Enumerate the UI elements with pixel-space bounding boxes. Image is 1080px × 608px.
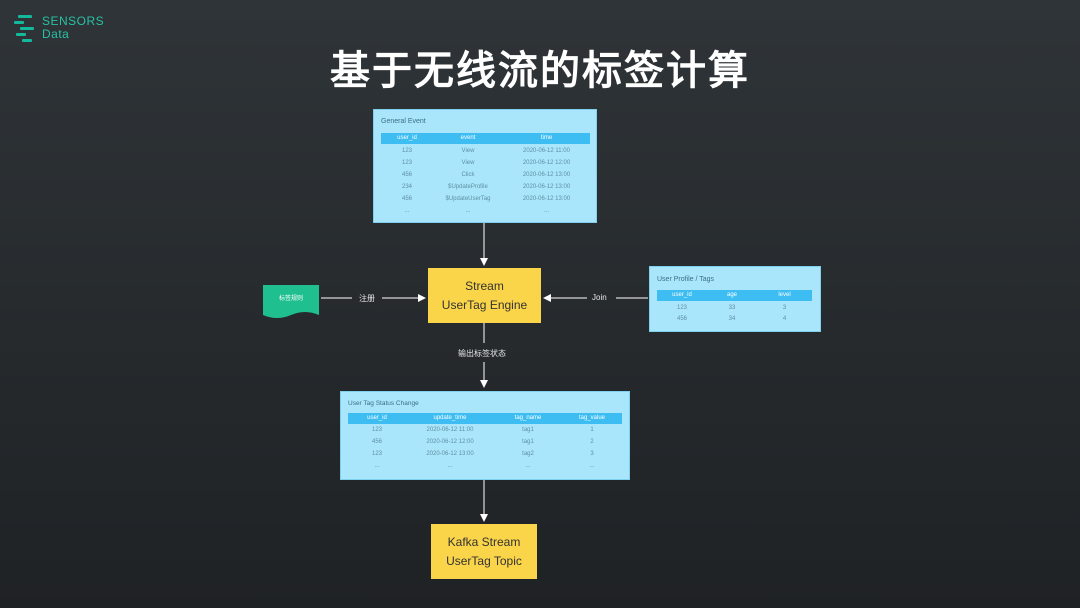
table-cell: ... <box>525 463 531 469</box>
user-profile-table: User Profile / Tags user_id age level 12… <box>649 266 821 332</box>
header-cell: tag_name <box>514 415 542 421</box>
header-cell: time <box>540 135 553 141</box>
table-cell: 2020-06-12 12:00 <box>426 439 474 445</box>
status-change-header: user_id update_time tag_name tag_value <box>348 413 622 424</box>
user-profile-title: User Profile / Tags <box>657 276 715 283</box>
header-cell: user_id <box>672 292 692 298</box>
table-cell: 2 <box>590 439 594 445</box>
logo-text: SENSORS Data <box>42 15 104 41</box>
document-icon <box>263 285 319 318</box>
stream-usertag-engine: Stream UserTag Engine <box>428 268 541 323</box>
table-row: 456 2020-06-12 12:00 tag1 2 <box>348 436 622 448</box>
table-cell: 456 <box>676 316 687 322</box>
user-profile-header: user_id age level <box>657 290 812 301</box>
header-cell: user_id <box>397 135 417 141</box>
kafka-line1: Kafka Stream <box>447 534 521 549</box>
table-cell: $UpdateUserTag <box>445 196 491 202</box>
table-cell: 2020-06-12 13:00 <box>522 184 571 190</box>
table-row: 123 View 2020-06-12 11:00 <box>381 145 590 157</box>
table-row: 123 33 3 <box>657 302 812 314</box>
table-cell: ... <box>374 463 380 469</box>
table-cell: 123 <box>401 160 412 166</box>
table-cell: ... <box>589 463 595 469</box>
table-cell: Click <box>461 172 475 178</box>
table-cell: 456 <box>401 172 412 178</box>
table-cell: 2020-06-12 11:00 <box>523 148 570 154</box>
table-cell: ... <box>465 208 471 214</box>
table-cell: 456 <box>401 196 412 202</box>
header-cell: event <box>460 135 476 141</box>
table-cell: tag1 <box>522 439 534 445</box>
table-row: 123 View 2020-06-12 12:00 <box>381 157 590 169</box>
logo-mark-icon <box>14 14 36 42</box>
table-cell: 123 <box>371 427 382 433</box>
table-cell: 2020-06-12 13:00 <box>522 172 571 178</box>
table-row: 456 Click 2020-06-12 13:00 <box>381 169 590 181</box>
table-cell: ... <box>447 463 453 469</box>
table-cell: ... <box>404 208 410 214</box>
table-cell: 3 <box>782 305 787 311</box>
table-cell: tag2 <box>522 451 534 457</box>
sensors-data-logo: SENSORS Data <box>14 14 104 46</box>
table-cell: 123 <box>371 451 382 457</box>
page-title: 基于无线流的标签计算 <box>330 49 750 93</box>
general-event-table: General Event user_id event time 123 Vie… <box>373 109 597 223</box>
logo-line2: Data <box>42 27 70 41</box>
table-cell: 1 <box>590 427 594 433</box>
tag-rule-label: 标签规则 <box>278 296 303 302</box>
table-cell: tag1 <box>522 427 534 433</box>
table-row: ... ... ... <box>381 205 590 217</box>
status-change-title: User Tag Status Change <box>348 400 419 407</box>
table-cell: 234 <box>401 184 412 190</box>
engine-line2: UserTag Engine <box>441 297 528 312</box>
register-label: 注册 <box>359 294 375 303</box>
header-cell: update_time <box>433 415 467 421</box>
join-label: Join <box>592 293 607 302</box>
table-cell: 33 <box>728 305 736 311</box>
table-cell: 2020-06-12 13:00 <box>522 196 571 202</box>
table-cell: View <box>461 160 475 166</box>
table-cell: 123 <box>676 305 687 311</box>
header-cell: level <box>778 292 791 298</box>
kafka-stream-topic: Kafka Stream UserTag Topic <box>431 524 537 579</box>
status-change-table: User Tag Status Change user_id update_ti… <box>340 391 630 480</box>
table-cell: 2020-06-12 11:00 <box>426 427 474 433</box>
general-event-header: user_id event time <box>381 133 590 144</box>
kafka-line2: UserTag Topic <box>446 553 522 568</box>
table-cell: 2020-06-12 12:00 <box>522 160 571 166</box>
engine-line1: Stream <box>465 278 504 293</box>
header-cell: user_id <box>367 415 387 421</box>
table-row: 123 2020-06-12 11:00 tag1 1 <box>348 424 622 436</box>
tag-rule-document: 标签规则 <box>263 285 319 321</box>
output-label: 输出标签状态 <box>458 349 506 358</box>
general-event-title: General Event <box>381 118 426 125</box>
logo-line1: SENSORS <box>42 14 105 28</box>
table-cell: 3 <box>590 451 594 457</box>
table-cell: 4 <box>782 316 787 322</box>
header-cell: tag_value <box>578 415 606 421</box>
table-row: 123 2020-06-12 13:00 tag2 3 <box>348 448 622 460</box>
table-row: 456 $UpdateUserTag 2020-06-12 13:00 <box>381 193 590 205</box>
table-cell: 123 <box>401 148 412 154</box>
table-cell: 2020-06-12 13:00 <box>426 451 474 457</box>
header-cell: age <box>726 292 737 298</box>
table-cell: View <box>461 148 475 154</box>
table-row: ... ... ... ... <box>348 460 622 472</box>
table-cell: 456 <box>371 439 382 445</box>
table-cell: $UpdateProfile <box>448 184 488 190</box>
table-cell: ... <box>543 208 549 214</box>
table-cell: 34 <box>728 316 736 322</box>
table-row: 456 34 4 <box>657 313 812 325</box>
table-row: 234 $UpdateProfile 2020-06-12 13:00 <box>381 181 590 193</box>
